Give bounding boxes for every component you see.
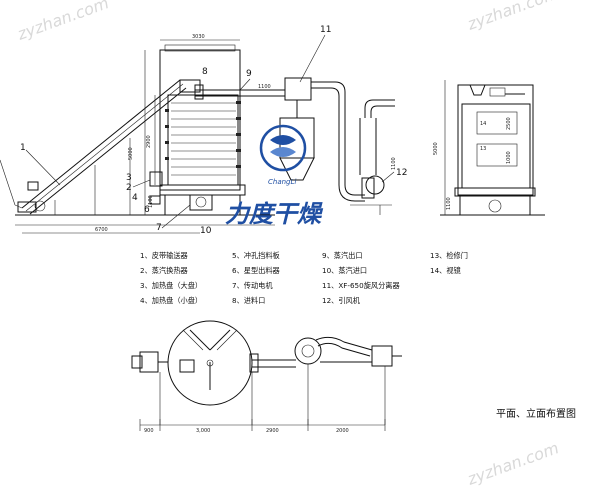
- legend-item: 4、加热盘（小盘）: [140, 296, 202, 305]
- dryer-tower: 3030: [128, 34, 246, 215]
- callout-number: 6: [144, 205, 150, 215]
- legend-item: 7、传动电机: [232, 281, 273, 290]
- dimension-label: 3030: [192, 34, 205, 40]
- dimension-label: 5000: [433, 142, 439, 155]
- dimension-label: 1100: [258, 84, 271, 90]
- side-label: 14: [480, 121, 486, 127]
- callout-number: 8: [202, 67, 208, 77]
- callout-number: 4: [132, 193, 138, 203]
- callout-number: 2: [126, 183, 132, 193]
- right-elevation-view: 14 13 5000 1100 2500 1000: [433, 80, 545, 216]
- dimension-label: 2900: [146, 135, 152, 148]
- dimension-label: 1000: [506, 151, 512, 164]
- side-label: 13: [480, 146, 486, 152]
- legend-item: 8、进料口: [232, 296, 265, 305]
- steam-pipework: 1100 1100: [194, 77, 397, 215]
- legend-item: 13、检修门: [430, 251, 468, 260]
- callout-number: 3: [126, 173, 132, 183]
- callout-number: 1: [20, 143, 26, 153]
- callout-number: 12: [396, 168, 407, 178]
- legend-item: 5、冲孔挡料板: [232, 251, 280, 260]
- callout-number: 9: [246, 69, 252, 79]
- dimension-label: 900: [144, 428, 154, 434]
- legend-item: 14、视镜: [430, 266, 461, 275]
- dimension-label: 2900: [266, 428, 279, 434]
- dimension-label: 1100: [391, 157, 397, 170]
- company-logo: ChangLi 力度干燥: [225, 124, 324, 228]
- legend-item: 6、星型出料器: [232, 266, 280, 275]
- watermark: zyzhan.com: [464, 0, 561, 34]
- logo-text-cn: 力度干燥: [225, 199, 324, 228]
- plan-view: 900 3,000 2900 2000: [131, 320, 402, 434]
- watermark: zyzhan.com: [464, 438, 561, 489]
- callout-number: 7: [156, 223, 162, 233]
- legend-item: 11、XF-650旋风分离器: [322, 281, 400, 290]
- dimension-label: 3,000: [196, 428, 210, 434]
- left-elevation-view: 6700 3030: [0, 25, 407, 236]
- legend-item: 3、加热盘（大盘）: [140, 281, 202, 290]
- watermark: zyzhan.com: [14, 0, 111, 44]
- legend-item: 12、引风机: [322, 296, 361, 305]
- legend-item: 1、皮带输送器: [140, 251, 188, 260]
- dimension-label: 1100: [148, 195, 154, 208]
- legend-item: 2、蒸汽换热器: [140, 266, 188, 275]
- legend-item: 9、蒸汽出口: [322, 251, 363, 260]
- legend-item: 10、蒸汽进口: [322, 266, 367, 275]
- dimension-label: 2500: [506, 117, 512, 130]
- dimension-label: 2000: [336, 428, 349, 434]
- callout-number: 10: [200, 226, 212, 236]
- dimension-label: 5000: [128, 147, 134, 160]
- dimension-label: 1100: [446, 197, 452, 210]
- logo-text-en: ChangLi: [268, 178, 296, 186]
- belt-conveyor: [0, 79, 187, 215]
- parts-legend: 1、皮带输送器 5、冲孔挡料板 9、蒸汽出口 13、检修门 2、蒸汽换热器 6、…: [140, 251, 468, 305]
- drawing-title: 平面、立面布置图: [496, 407, 576, 420]
- callout-number: 11: [320, 25, 331, 35]
- dimension-label: 6700: [95, 227, 108, 233]
